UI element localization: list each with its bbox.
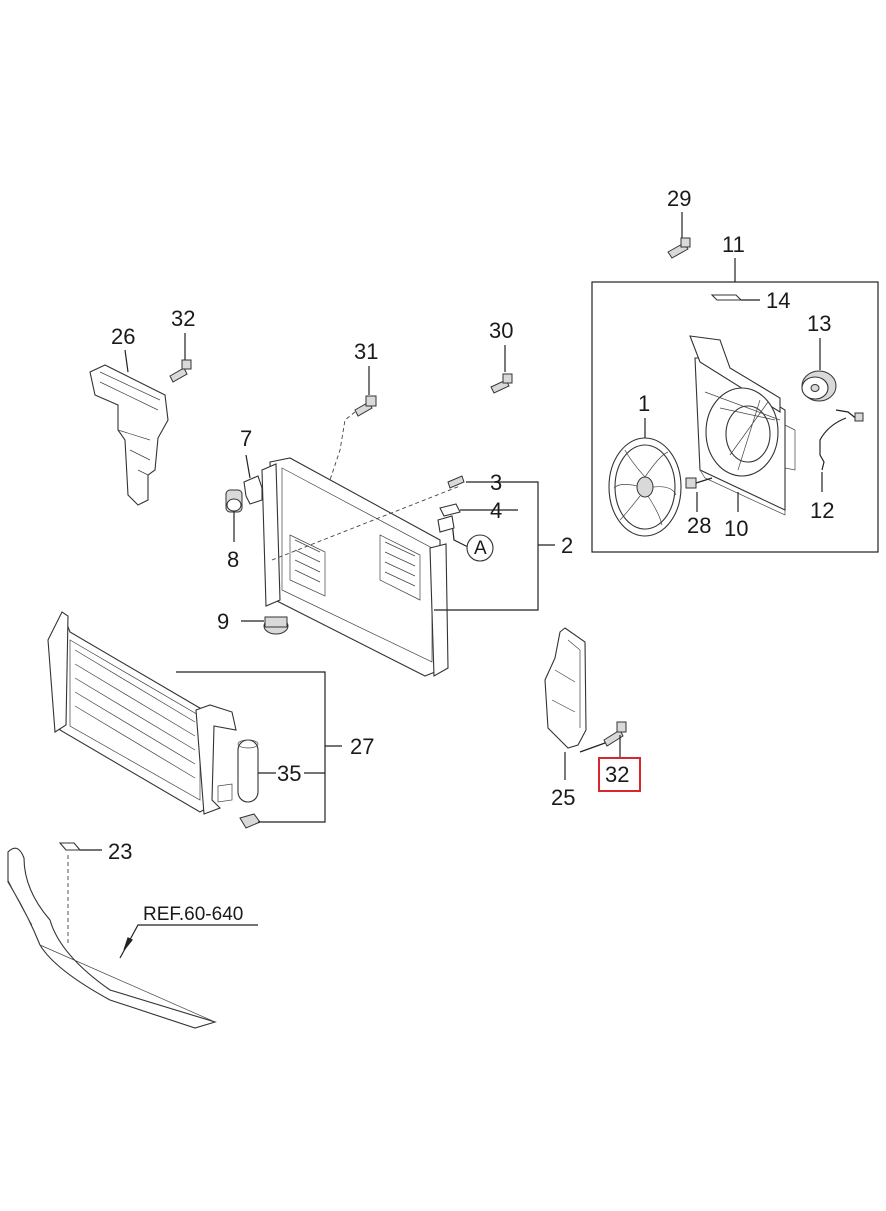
radiator-mount-lower[interactable] — [263, 616, 289, 635]
callout-10: 10 — [724, 516, 748, 541]
callout-7: 7 — [240, 426, 252, 451]
callout-8: 8 — [227, 547, 239, 572]
callout-13: 13 — [807, 311, 831, 336]
upper-bracket[interactable] — [89, 364, 169, 506]
connector-marker-circle — [466, 534, 494, 562]
radiator-insulator-upper[interactable] — [243, 475, 263, 505]
callout-35: 35 — [277, 761, 301, 786]
callout-11: 11 — [722, 232, 745, 257]
fan-assembly-group — [591, 258, 879, 553]
harness-connector — [854, 412, 864, 422]
drain-cock[interactable] — [447, 475, 465, 489]
callout-9: 9 — [217, 609, 229, 634]
fan-shroud[interactable] — [689, 335, 796, 516]
callout-1: 1 — [638, 391, 650, 416]
bumper-reference-section — [7, 842, 258, 1029]
callout-31: 31 — [354, 339, 378, 364]
bolt-32-upper[interactable] — [169, 333, 192, 383]
shroud-bolt[interactable] — [685, 477, 713, 489]
receiver-drier[interactable] — [237, 739, 259, 803]
callout-28: 28 — [687, 513, 711, 538]
callout-32-highlighted[interactable]: 32 — [605, 762, 629, 787]
reference-text: REF.60-640 — [143, 904, 243, 925]
connector-marker-a: A — [474, 538, 487, 559]
callout-4: 4 — [490, 498, 502, 523]
callout-30: 30 — [489, 318, 513, 343]
callout-29: 29 — [667, 186, 691, 211]
air-guard-side[interactable] — [544, 627, 587, 749]
radiator[interactable] — [261, 457, 461, 677]
condenser[interactable] — [47, 611, 237, 815]
callout-2: 2 — [561, 533, 573, 558]
bolt-29[interactable] — [667, 212, 691, 259]
radiator-mount-bushing[interactable] — [225, 489, 243, 513]
bolt-31[interactable] — [354, 366, 377, 417]
drain-plug-cap[interactable] — [439, 503, 461, 517]
callout-26: 26 — [111, 324, 135, 349]
bolt-30[interactable] — [490, 345, 513, 394]
callout-23: 23 — [108, 839, 132, 864]
callout-12: 12 — [810, 498, 834, 523]
callout-14: 14 — [766, 288, 790, 313]
fan-motor[interactable] — [801, 370, 837, 402]
callout-3: 3 — [490, 470, 502, 495]
highlighted-part-box[interactable] — [598, 757, 641, 792]
caution-label-icon — [710, 294, 743, 301]
drier-fitting[interactable] — [239, 813, 261, 829]
callout-25: 25 — [551, 785, 575, 810]
callout-27: 27 — [350, 734, 374, 759]
bolt-32-lower[interactable] — [579, 721, 627, 753]
callout-32-upper: 32 — [171, 306, 195, 331]
cooling-fan-blade[interactable] — [608, 437, 682, 537]
reference-label-icon — [58, 842, 82, 851]
